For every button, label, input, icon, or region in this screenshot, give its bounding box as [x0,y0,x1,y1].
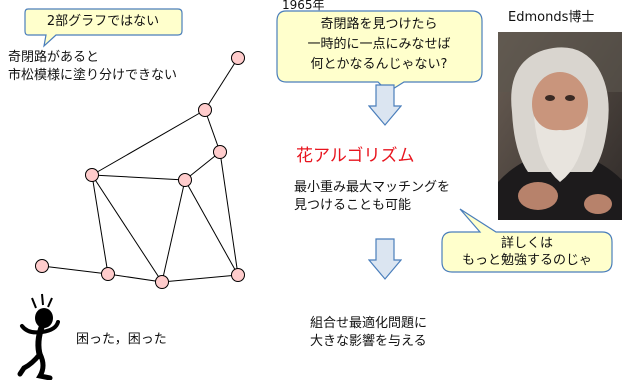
conclusion-line1: 組合せ最適化問題に [310,316,428,331]
graph-node [178,173,192,187]
algorithm-name: 花アルゴリズム [296,146,415,166]
graph-node [101,267,115,281]
callout-study-line1: 詳しくは [500,236,553,251]
callout-not-bipartite-text: 2部グラフではない [46,14,160,29]
graph-node [85,168,99,182]
graph-node [198,103,212,117]
graph-node [155,275,169,289]
down-arrow-icon [368,238,402,280]
algorithm-desc-line1: 最小重み最大マッチングを [294,180,451,195]
callout-idea-line3: 何とかなるんじゃない? [310,57,448,72]
callout-not-bipartite: 2部グラフではない [24,8,186,50]
graph-node [35,259,49,273]
odd-cycle-note-line2: 市松模様に塗り分けできない [8,68,178,83]
year-label: 1965年 [282,0,325,12]
confused-stick-figure-icon [17,293,60,380]
down-arrow-icon [368,84,402,126]
odd-cycle-note-line1: 奇閉路があると [8,50,100,65]
callout-study: 詳しくは もっと勉強するのじゃ [440,208,616,274]
person-name: Edmonds博士 [508,10,595,25]
algorithm-desc-line2: 見つけることも可能 [294,198,412,213]
edmonds-photo [498,32,622,220]
callout-idea-line1: 奇閉路を見つけたら [320,17,438,32]
graph-node [231,268,245,282]
callout-idea-line2: 一時的に一点にみなせば [307,37,451,52]
graph-node [231,51,245,65]
callout-idea: 奇閉路を見つけたら 一時的に一点にみなせば 何とかなるんじゃない? [276,10,496,93]
callout-study-line2: もっと勉強するのじゃ [461,253,592,268]
graph-node [213,145,227,159]
trouble-text: 困った，困った [76,332,167,347]
conclusion-line2: 大きな影響を与える [310,334,427,349]
